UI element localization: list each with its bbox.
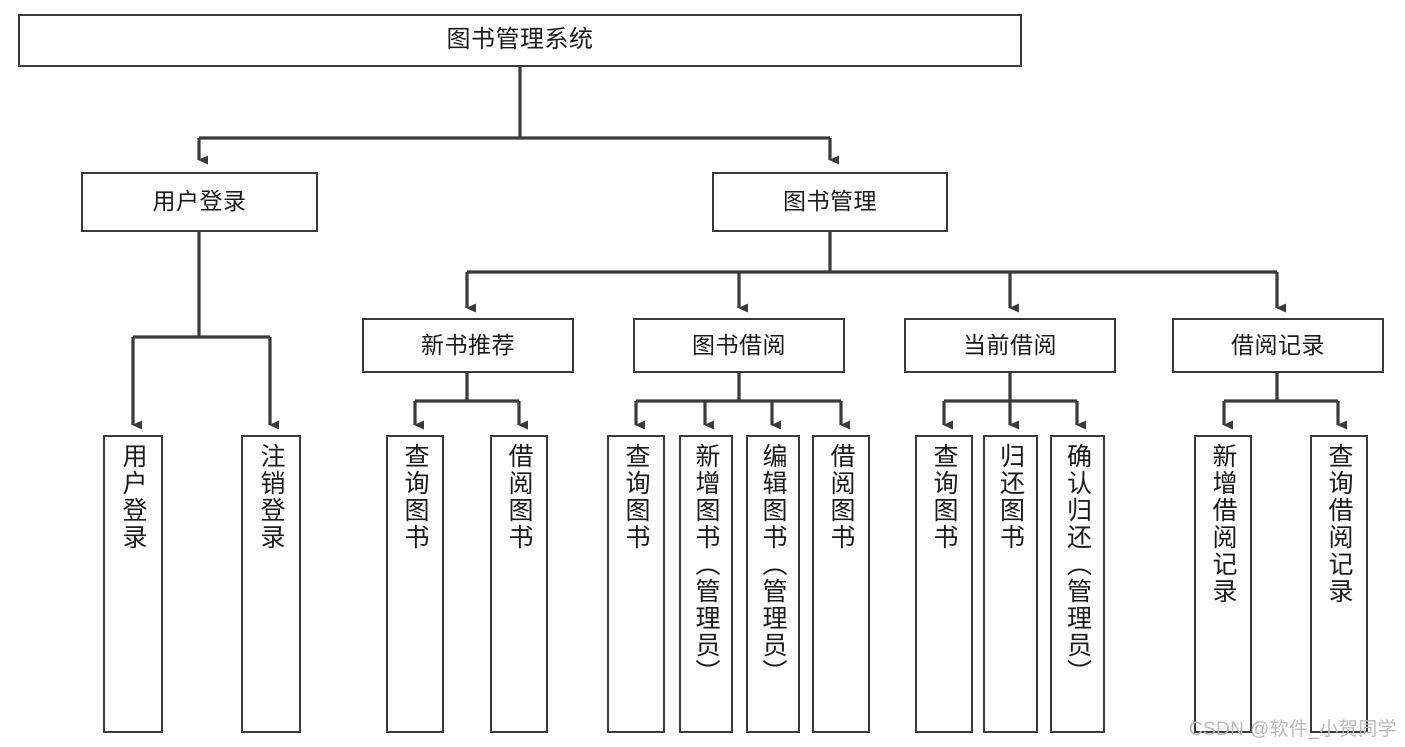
node-label: 注销登录 [257, 443, 285, 551]
leaf-query-book-current[interactable]: 查询图书 [915, 435, 973, 733]
node-label: 当前借阅 [963, 331, 1057, 358]
leaf-edit-book-admin[interactable]: 编辑图书（管理员） [746, 435, 800, 733]
node-borrow-record[interactable]: 借阅记录 [1172, 318, 1384, 373]
node-label: 新书推荐 [421, 331, 515, 358]
node-label: 用户登录 [119, 443, 147, 551]
leaf-add-book-admin[interactable]: 新增图书（管理员） [679, 435, 733, 733]
leaf-user-login[interactable]: 用户登录 [103, 435, 163, 733]
leaf-query-borrow-record[interactable]: 查询借阅记录 [1310, 435, 1368, 733]
node-user-login[interactable]: 用户登录 [81, 172, 318, 232]
node-label: 图书管理系统 [446, 26, 594, 54]
node-label: 图书管理 [783, 188, 877, 215]
leaf-query-book-borrow[interactable]: 查询图书 [607, 435, 665, 733]
node-label: 查询借阅记录 [1325, 443, 1353, 605]
leaf-borrow-book[interactable]: 借阅图书 [812, 435, 870, 733]
node-label: 编辑图书（管理员） [759, 443, 787, 686]
node-book-borrow[interactable]: 图书借阅 [633, 318, 845, 373]
node-current-borrow[interactable]: 当前借阅 [904, 318, 1116, 373]
node-book-management[interactable]: 图书管理 [712, 172, 948, 232]
node-label: 确认归还（管理员） [1063, 443, 1092, 686]
node-label: 查询图书 [401, 443, 429, 551]
node-label: 借阅图书 [505, 443, 533, 551]
node-label: 用户登录 [152, 188, 247, 215]
leaf-logout-login[interactable]: 注销登录 [241, 435, 301, 733]
leaf-return-book[interactable]: 归还图书 [983, 435, 1038, 733]
node-label: 查询图书 [622, 443, 650, 551]
leaf-add-borrow-record[interactable]: 新增借阅记录 [1194, 435, 1252, 733]
node-label: 借阅图书 [827, 443, 855, 551]
leaf-confirm-return-admin[interactable]: 确认归还（管理员） [1050, 435, 1105, 733]
node-label: 归还图书 [996, 443, 1025, 551]
node-label: 图书借阅 [692, 331, 786, 358]
node-label: 新增图书（管理员） [692, 443, 720, 686]
node-label: 新增借阅记录 [1209, 443, 1237, 605]
csdn-watermark: CSDN @软件_小贺同学 [1188, 719, 1397, 740]
node-label: 查询图书 [930, 443, 958, 551]
leaf-query-book-recommend[interactable]: 查询图书 [386, 435, 444, 733]
node-book-management-system[interactable]: 图书管理系统 [18, 14, 1022, 67]
leaf-borrow-book-recommend[interactable]: 借阅图书 [490, 435, 548, 733]
node-new-book-recommend[interactable]: 新书推荐 [362, 318, 574, 373]
node-label: 借阅记录 [1231, 331, 1325, 358]
